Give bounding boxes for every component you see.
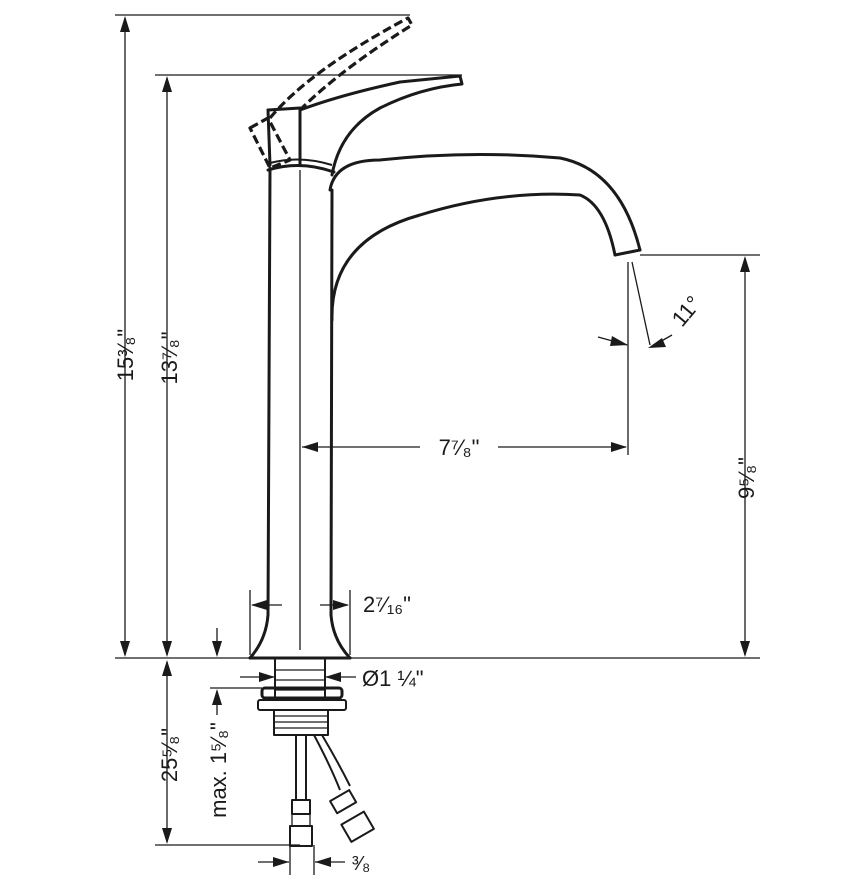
spout-angle-label: 11°: [667, 291, 706, 331]
hose-length-label: 25⁵⁄₈": [157, 728, 182, 782]
extension-lines: [115, 14, 760, 875]
shank-diameter-label: Ø1 ¼": [362, 666, 424, 691]
handle-height-label: 13⁷⁄₈": [157, 331, 182, 384]
spout-reach-label: 7⁷⁄₈": [439, 435, 480, 460]
lever-handle-open-position: [248, 16, 414, 170]
dimension-lines: [120, 16, 750, 867]
base-width-label: 2⁷⁄₁₆": [363, 592, 411, 617]
spout-height-label: 9⁵⁄₈": [734, 457, 759, 499]
max-counter-thickness-label: max. 1⁵⁄₈": [206, 722, 231, 818]
shank-assembly: [257, 658, 347, 736]
supply-hoses: [289, 734, 375, 847]
overall-height-label: 15³⁄₈": [113, 329, 138, 381]
faucet-outline: [248, 152, 642, 660]
connection-size-label: ³⁄₈: [352, 853, 370, 875]
